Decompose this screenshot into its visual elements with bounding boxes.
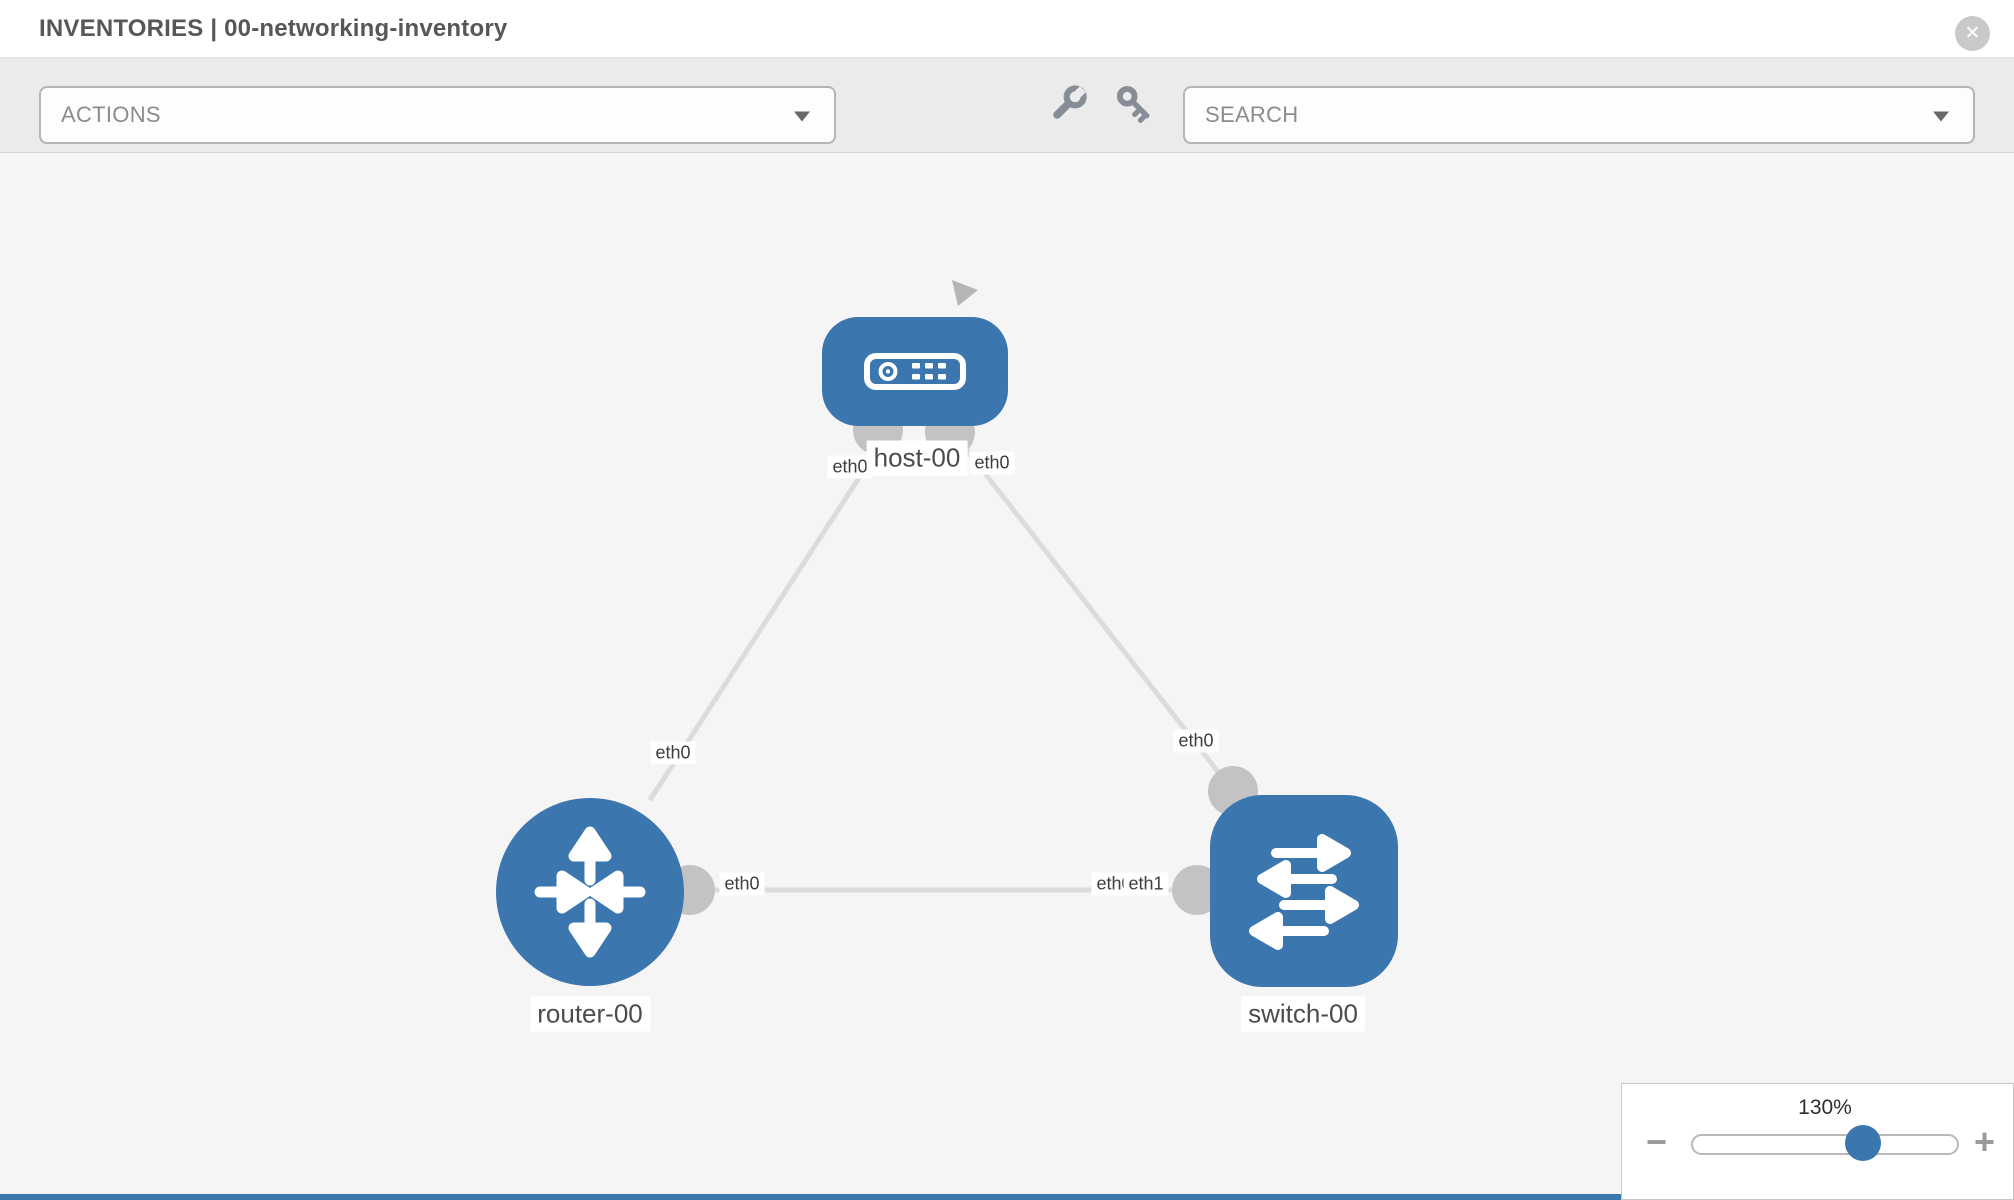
actions-dropdown[interactable]: ACTIONS <box>39 86 836 144</box>
zoom-slider-thumb[interactable] <box>1845 1125 1881 1161</box>
wrench-icon[interactable] <box>1046 82 1090 126</box>
close-button[interactable]: ✕ <box>1955 16 1990 51</box>
header: INVENTORIES | 00-networking-inventory ✕ <box>0 0 2014 57</box>
key-icon[interactable] <box>1113 82 1157 126</box>
node-host-00[interactable] <box>822 317 1008 426</box>
link-lines[interactable] <box>647 428 1235 893</box>
chevron-down-icon <box>794 111 810 122</box>
zoom-control-panel: 130% − + <box>1621 1083 2014 1200</box>
zoom-out-button[interactable]: − <box>1646 1121 1668 1162</box>
router-arrows-icon <box>534 826 646 958</box>
node-switch-00[interactable] <box>1210 795 1398 987</box>
interface-label-router-right: eth0 <box>719 872 765 896</box>
search-dropdown[interactable]: SEARCH <box>1183 86 1975 144</box>
link-arrowhead-icon <box>952 280 978 306</box>
interface-label-host-right: eth0 <box>969 451 1015 475</box>
zoom-in-button[interactable]: + <box>1974 1121 1996 1162</box>
zoom-slider-track[interactable] <box>1691 1134 1959 1155</box>
interface-connectors[interactable] <box>665 405 1258 915</box>
chevron-down-icon <box>1933 111 1949 122</box>
close-icon: ✕ <box>1964 23 1981 44</box>
switch-arrows-icon <box>1249 834 1359 950</box>
interface-label-switch-left-front: eth1 <box>1123 872 1169 896</box>
node-label-switch-00: switch-00 <box>1241 996 1365 1032</box>
node-label-router-00: router-00 <box>530 996 650 1032</box>
link-router-host[interactable] <box>647 428 893 802</box>
zoom-level-value: 130% <box>1798 1096 1852 1119</box>
node-label-host-00: host-00 <box>866 440 968 476</box>
toolbar: ACTIONS SEARCH <box>0 57 2014 153</box>
interface-label-switch-top: eth0 <box>1173 729 1219 753</box>
bottom-accent-bar <box>0 1194 2014 1200</box>
node-router-00[interactable] <box>496 798 684 986</box>
host-device-icon <box>864 353 966 390</box>
interface-label-router-top: eth0 <box>650 741 696 765</box>
search-dropdown-placeholder: SEARCH <box>1205 102 1299 127</box>
actions-dropdown-label: ACTIONS <box>61 102 161 127</box>
page-title: INVENTORIES | 00-networking-inventory <box>39 14 508 42</box>
interface-label-host-left: eth0 <box>827 455 873 479</box>
connector-switch-left[interactable] <box>1172 865 1222 915</box>
